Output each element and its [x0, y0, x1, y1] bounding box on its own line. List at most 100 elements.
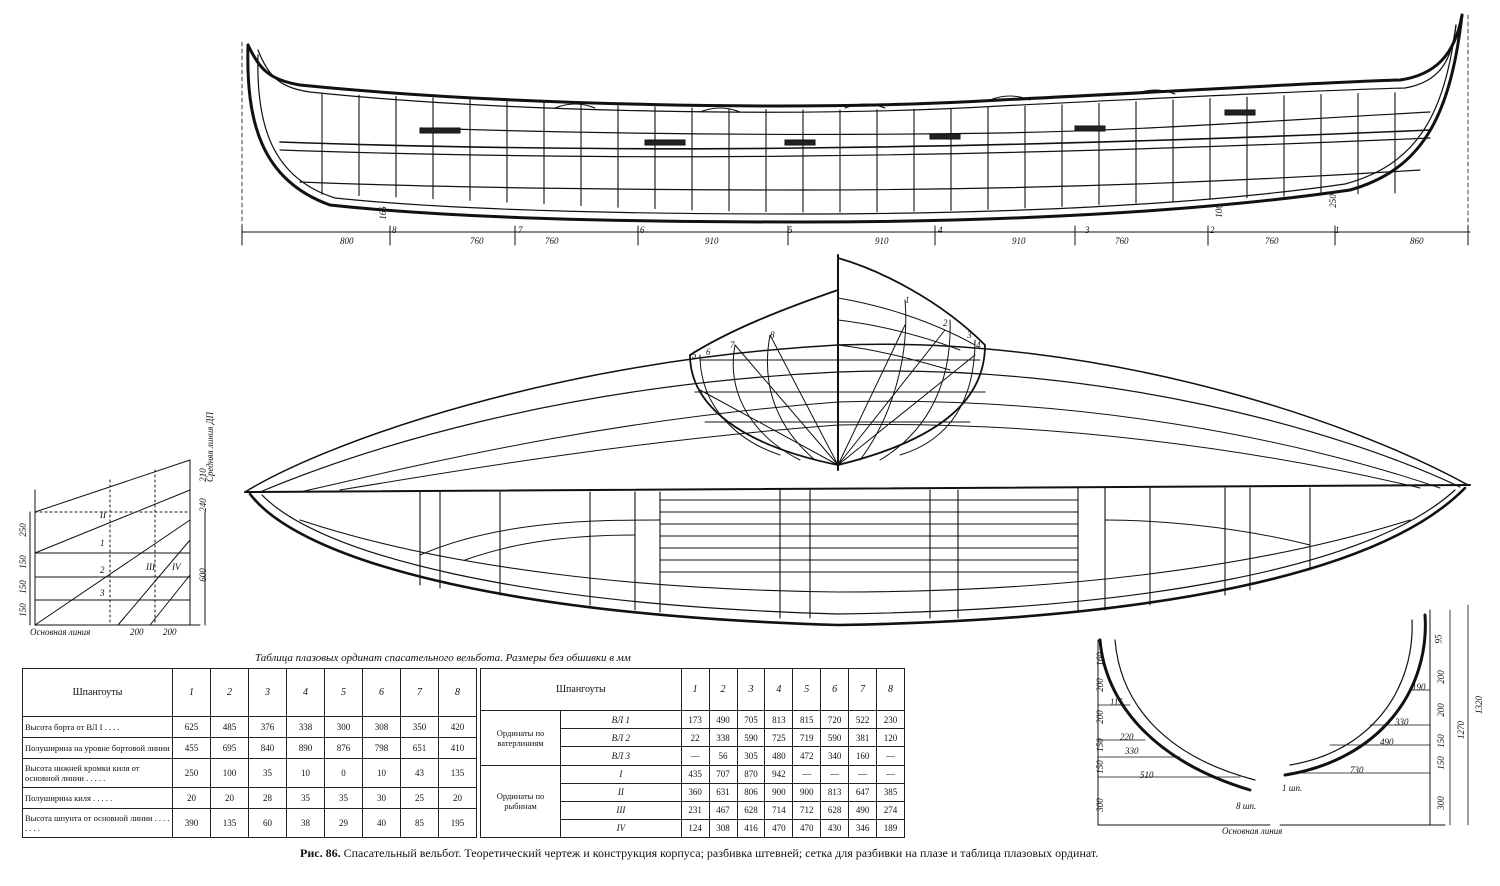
stem-right — [1279, 604, 1469, 826]
table-cell: 250 — [172, 758, 211, 789]
table-cell: 470 — [764, 818, 794, 839]
table-cell: — — [876, 764, 905, 784]
stem-left-vdim: 150 — [1094, 738, 1105, 752]
table-cell: 480 — [764, 746, 794, 766]
table-cell: 195 — [438, 807, 477, 839]
frame-mark: 8 — [392, 225, 397, 235]
table-cell: 135 — [210, 807, 249, 839]
frame-mark: 5 — [788, 225, 793, 235]
height-mark: 100 — [1213, 204, 1224, 218]
frames-header: Шпангоуты — [22, 667, 173, 718]
grid-arabic: 3 — [100, 588, 105, 598]
frame-mark: 6 — [640, 225, 645, 235]
offsets-table-left: Шпангоуты 1 2 3 4 5 6 7 8 Высота борта о… — [22, 667, 477, 839]
stem-left-hdim: 220 — [1120, 732, 1134, 742]
grid-bottom-dim: 200 — [130, 627, 144, 637]
frame-number: 6 — [820, 667, 850, 712]
table-cell: — — [792, 764, 822, 784]
stem-right-hdim: 490 — [1380, 737, 1394, 747]
stem-right-vdim: 150 — [1435, 756, 1446, 770]
table-cell: 35 — [324, 787, 363, 809]
table-cell: 43 — [400, 758, 439, 789]
table-cell: 25 — [400, 787, 439, 809]
table-cell: 308 — [708, 818, 738, 839]
row-label: ВЛ 3 — [560, 746, 682, 766]
grid-left-dim: 150 — [17, 580, 28, 594]
table-cell: 100 — [210, 758, 249, 789]
row-label: II — [560, 782, 682, 802]
table-cell: 890 — [286, 737, 325, 760]
table-row: Высота шпунта от основной линии . . . . … — [22, 807, 477, 839]
table-cell: 522 — [848, 710, 878, 730]
table-cell: 840 — [248, 737, 287, 760]
plan-view — [244, 343, 1471, 627]
body-frame-label: 1 — [905, 295, 910, 305]
table-cell: 798 — [362, 737, 401, 760]
table-cell: — — [848, 764, 878, 784]
table-cell: 628 — [736, 800, 766, 820]
grid-left-dim: 150 — [17, 603, 28, 617]
profile-view — [241, 13, 1471, 246]
row-label: ВЛ 1 — [560, 710, 682, 730]
frame-number: 7 — [848, 667, 878, 712]
table-cell: 420 — [438, 716, 477, 739]
grid-arabic: 1 — [100, 538, 105, 548]
grid-right-dim: 600 — [197, 568, 208, 582]
table-cell: 416 — [736, 818, 766, 839]
row-label: IV — [560, 818, 682, 839]
table-cell: 346 — [848, 818, 878, 839]
stem-left-hdim: 115 — [1110, 697, 1123, 707]
grid-arabic: 2 — [100, 565, 105, 575]
profile-spacing: 910 — [1012, 236, 1026, 246]
table-cell: 160 — [848, 746, 878, 766]
table-cell: 376 — [248, 716, 287, 739]
table-cell: 28 — [248, 787, 287, 809]
row-label: I — [560, 764, 682, 784]
table-cell: 20 — [172, 787, 211, 809]
stem-right-vdim: 300 — [1435, 796, 1446, 810]
table-cell: 305 — [736, 746, 766, 766]
body-frame-label: 5 — [692, 350, 697, 360]
table-cell: 695 — [210, 737, 249, 760]
row-label: Полуширина на уровне бортовой линии — [22, 737, 173, 760]
grid-roman: IV — [172, 562, 181, 572]
table-cell: 390 — [172, 807, 211, 839]
frame-number: 7 — [400, 667, 439, 718]
frame-number: 1 — [680, 667, 710, 712]
baseline-label: Основная линия — [30, 627, 91, 637]
table-cell: 340 — [820, 746, 850, 766]
profile-spacing: 800 — [340, 236, 354, 246]
table-cell: 385 — [876, 782, 905, 802]
grid-roman: II — [100, 510, 106, 520]
table-cell: 942 — [764, 764, 794, 784]
profile-spacing: 760 — [545, 236, 559, 246]
body-frame-label: 6 — [706, 347, 711, 357]
stem-left-hdim: 330 — [1125, 746, 1139, 756]
frame-number: 4 — [764, 667, 794, 712]
table-cell: 22 — [680, 728, 710, 748]
stem-right-vdim: 95 — [1433, 634, 1444, 644]
table-cell: 470 — [792, 818, 822, 839]
frame-number: 8 — [438, 667, 477, 718]
table-cell: 338 — [708, 728, 738, 748]
frame-number: 4 — [286, 667, 325, 718]
row-label: ВЛ 2 — [560, 728, 682, 748]
table-cell: 30 — [362, 787, 401, 809]
table-cell: 467 — [708, 800, 738, 820]
stem-right-vdim: 200 — [1435, 703, 1446, 717]
frame-number: 5 — [324, 667, 363, 718]
profile-spacing: 760 — [1115, 236, 1129, 246]
stem-left-vdim: 200 — [1094, 710, 1105, 724]
table-cell: — — [680, 746, 710, 766]
row-label: III — [560, 800, 682, 820]
table-cell: 815 — [792, 710, 822, 730]
table-cell: 651 — [400, 737, 439, 760]
body-frame-label: 4 — [976, 340, 981, 350]
table-cell: 274 — [876, 800, 905, 820]
table-cell: 625 — [172, 716, 211, 739]
body-plan-view — [689, 254, 986, 471]
